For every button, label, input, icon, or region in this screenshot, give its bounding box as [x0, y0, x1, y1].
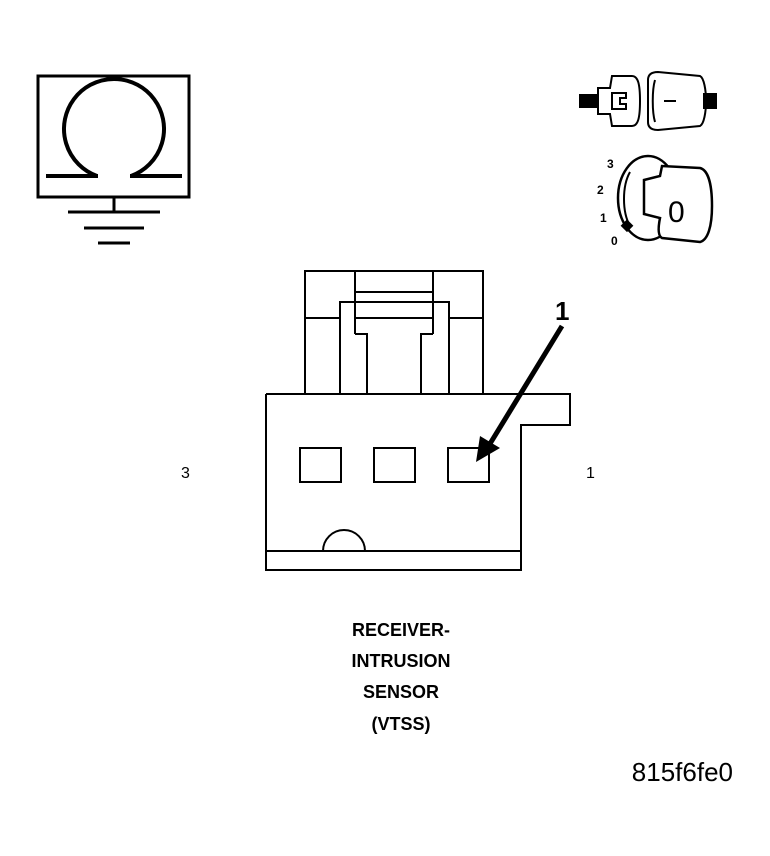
ohmmeter-icon [36, 74, 191, 199]
connector-disconnect-icon [579, 70, 717, 132]
ground-icon [68, 197, 160, 245]
pin-label-left: 3 [181, 465, 190, 482]
callout-arrow [476, 324, 565, 462]
caption-line-1: RECEIVER- [352, 620, 450, 640]
connector-body [265, 270, 571, 571]
ignition-position-1: 1 [600, 211, 607, 225]
callout-number: 1 [555, 296, 569, 326]
ignition-position-3: 3 [607, 157, 614, 171]
figure-id: 815f6fe0 [632, 757, 733, 787]
pin-cavity-1 [447, 447, 490, 483]
ignition-key-glyph: 0 [668, 196, 685, 229]
pin-cavity-2 [373, 447, 416, 483]
pin-label-right: 1 [586, 465, 595, 482]
pin-cavity-3 [299, 447, 342, 483]
ignition-position-2: 2 [597, 183, 604, 197]
caption-line-4: (VTSS) [371, 714, 430, 734]
ignition-key-off-icon: 3 2 1 0 0 [597, 154, 714, 248]
caption-line-3: SENSOR [363, 682, 439, 702]
connector-caption: RECEIVER- INTRUSION SENSOR (VTSS) [352, 620, 451, 734]
caption-line-2: INTRUSION [352, 651, 451, 671]
ignition-position-0: 0 [611, 234, 618, 248]
